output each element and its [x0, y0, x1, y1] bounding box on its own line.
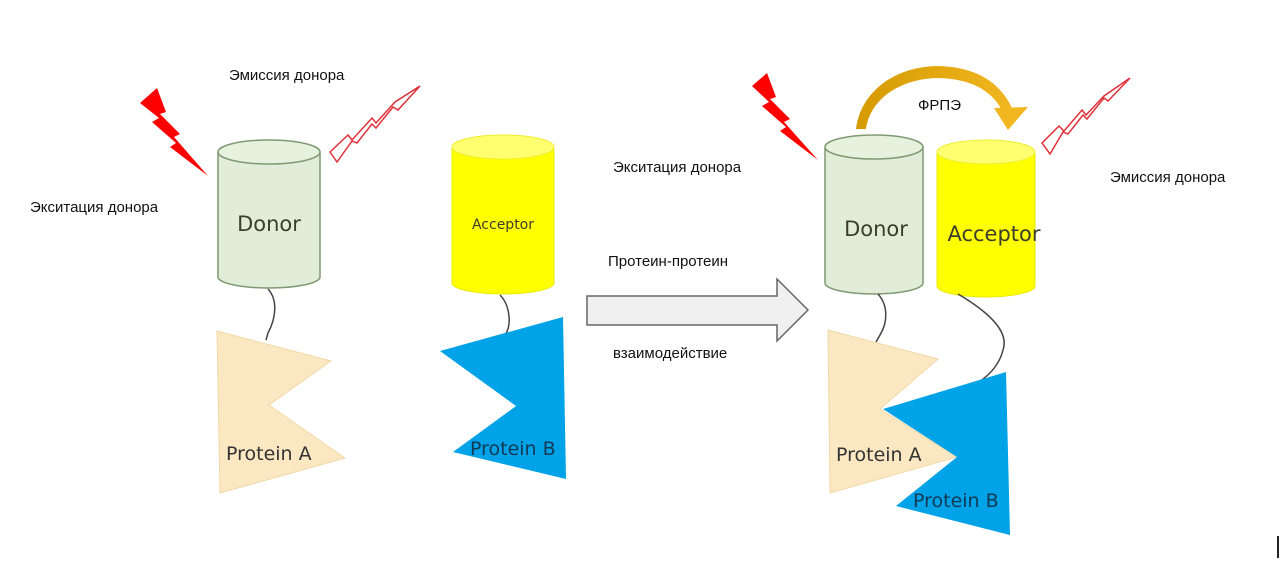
donor-cylinder: Donor [217, 139, 321, 289]
left-excitation-label: Экситация донора [30, 199, 159, 216]
acceptor-cylinder: Acceptor [451, 134, 555, 295]
excitation-bolt-icon-right [752, 73, 818, 160]
right-emission-label: Эмиссия донора [1110, 169, 1226, 186]
text-cursor [1277, 536, 1279, 558]
interaction-arrow-icon [586, 277, 810, 343]
fret-arrow-icon [856, 66, 1028, 130]
right-state: ФРПЭ Эмиссия донора Donor Acceptor Prote… [752, 66, 1226, 535]
protein-b-shape [440, 317, 566, 479]
transition: Экситация донора Протеин-протеин взаимод… [586, 159, 810, 362]
left-state: Donor Protein A Acceptor Protein B Эксит… [30, 67, 566, 494]
interaction-label-top: Протеин-протеин [608, 253, 728, 270]
protein-a-shape [216, 330, 347, 494]
donor-label-right: Donor [844, 217, 908, 241]
donor-label: Donor [237, 212, 301, 236]
linker-donor-protein-a-right [875, 293, 887, 343]
protein-a-label: Protein A [226, 443, 312, 465]
protein-b-shape-right [883, 372, 1010, 535]
linker-donor-protein-a [265, 288, 276, 341]
left-emission-label: Эмиссия донора [229, 67, 345, 84]
protein-a-shape-right [827, 329, 959, 494]
middle-excitation-label: Экситация донора [613, 159, 742, 176]
emission-bolt-icon [329, 85, 421, 164]
acceptor-label-right: Acceptor [947, 222, 1040, 246]
acceptor-label: Acceptor [472, 217, 534, 233]
protein-a-label-right: Protein A [836, 444, 922, 466]
interaction-label-bottom: взаимодействие [613, 345, 727, 362]
acceptor-cylinder-right: Acceptor [936, 139, 1041, 298]
excitation-bolt-icon [140, 88, 208, 176]
donor-cylinder-right: Donor [824, 134, 924, 295]
fret-label: ФРПЭ [918, 97, 961, 114]
emission-bolt-icon-right [1041, 77, 1131, 156]
protein-b-label: Protein B [470, 438, 556, 460]
protein-b-label-right: Protein B [913, 490, 999, 512]
